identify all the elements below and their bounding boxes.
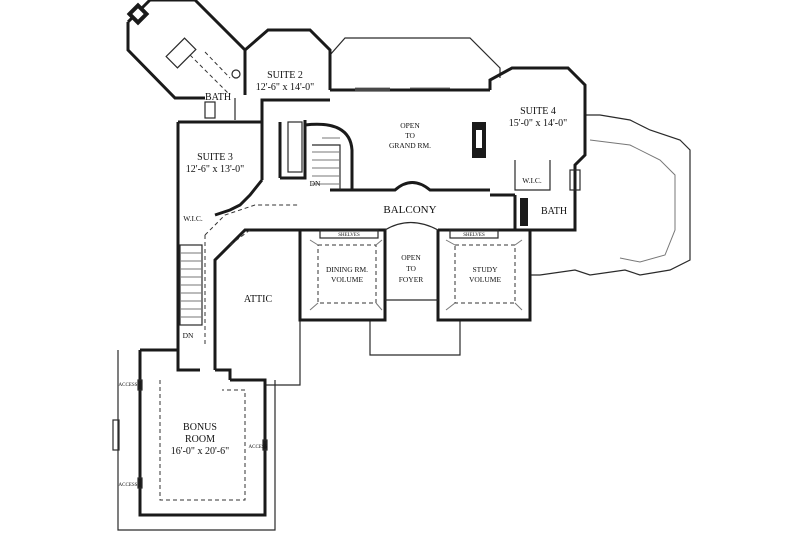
bonus-label-2: ROOM [185,434,215,445]
suite4-name: SUITE 4 [520,106,556,117]
foyer-label-1: OPEN [401,253,421,262]
bonus-dims: 16'-0" x 20'-6" [171,446,229,457]
study-label-2: VOLUME [469,275,501,284]
stair-top [304,122,354,190]
stair-left [179,244,203,326]
bath-left-label: BATH [205,92,231,103]
suite3-name: SUITE 3 [197,152,233,163]
shelves-left-label: SHELVES [338,233,360,238]
bonus-label-1: BONUS [183,422,217,433]
suite2-dims: 12'-6" x 14'-0" [256,82,314,93]
wic-right-label: W.I.C. [522,176,542,185]
dining-label-2: VOLUME [331,275,363,284]
suite2-name: SUITE 2 [267,70,303,81]
interior-details [112,2,581,501]
grand-label-3: GRAND RM. [389,141,431,150]
suite3-dims: 12'-6" x 13'-0" [186,164,244,175]
stair-left-dn: DN [183,331,194,340]
attic-label: ATTIC [244,294,273,305]
stair-top-dn: DN [310,179,321,188]
shelves-right-label: SHELVES [463,233,485,238]
access-1-label: ACCESS [119,383,138,388]
roof-outline [117,37,691,531]
room-labels: SUITE 2 12'-6" x 14'-0" BATH OPEN TO GRA… [119,70,568,488]
toilet-icon [231,69,241,79]
bath-right-label: BATH [541,206,567,217]
dining-label-1: DINING RM. [326,265,368,274]
grand-label-2: TO [405,131,415,140]
foyer-label-3: FOYER [399,275,424,284]
grand-label-1: OPEN [400,121,420,130]
suite4-dims: 15'-0" x 14'-0" [509,118,567,129]
balcony-label: BALCONY [383,204,436,216]
access-2-label: ACCESS [249,445,268,450]
access-3-label: ACCESS [119,483,138,488]
tub-icon [165,37,197,69]
study-label-1: STUDY [472,265,498,274]
wic-left-label: W.I.C. [183,214,203,223]
foyer-label-2: TO [406,264,416,273]
